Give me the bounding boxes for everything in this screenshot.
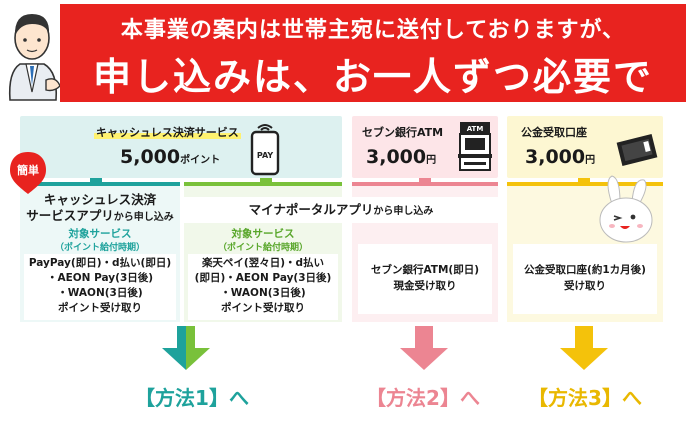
seven-title: セブン銀行ATM bbox=[362, 126, 444, 139]
method1-link[interactable]: 【方法1】へ bbox=[135, 386, 249, 410]
cashless-title: キャッシュレス決済サービス bbox=[94, 126, 241, 139]
atm-label: ATM bbox=[467, 125, 484, 133]
method3-link[interactable]: 【方法3】へ bbox=[528, 386, 642, 410]
card1-line2b: から申し込み bbox=[113, 212, 174, 223]
pay-label: PAY bbox=[257, 151, 274, 160]
koukin-amount: 3,000 bbox=[525, 146, 586, 168]
connector-green bbox=[260, 178, 272, 184]
banner-line1: 本事業の案内は世帯主宛に送付しておりますが、 bbox=[120, 18, 626, 43]
seven-unit: 円 bbox=[426, 155, 437, 166]
card1-services: PayPay(即日)・d払い(即日) ・AEON Pay(3日後) ・WAON(… bbox=[24, 254, 176, 320]
card2-svc4: ポイント受け取り bbox=[221, 302, 305, 314]
card1-svc4: ポイント受け取り bbox=[58, 302, 142, 314]
card1-svc3: ・WAON(3日後) bbox=[57, 287, 143, 299]
easy-badge-text: 簡単 bbox=[17, 163, 39, 177]
card3-line1: セブン銀行ATM(即日) bbox=[370, 264, 480, 276]
arrow-down-teal-green bbox=[162, 326, 210, 370]
arrow-down-pink bbox=[400, 326, 448, 370]
card2-services: 楽天ペイ(翌々日)・d払い (即日)・AEON Pay(3日後) ・WAON(3… bbox=[188, 254, 338, 320]
card4-topline bbox=[507, 182, 663, 188]
rabbit-mascot bbox=[599, 175, 653, 243]
card1-target: 対象サービス bbox=[68, 228, 132, 240]
seven-amount: 3,000 bbox=[366, 146, 427, 168]
myna-sub: から申し込み bbox=[373, 206, 434, 217]
card2-target-sub: （ポイント給付時期） bbox=[217, 243, 308, 253]
card1-svc1: PayPay(即日)・d払い(即日) bbox=[28, 257, 172, 269]
smartphone-pay-icon: PAY bbox=[250, 124, 280, 176]
card3-line2: 現金受け取り bbox=[393, 280, 457, 292]
connector-yellow bbox=[578, 178, 590, 184]
card1-target-sub: （ポイント給付時期） bbox=[54, 243, 145, 253]
card3-topline bbox=[352, 182, 498, 188]
card2-svc2: (即日)・AEON Pay(3日後) bbox=[194, 272, 332, 284]
myna-main: マイナポータルアプリ bbox=[248, 202, 374, 217]
card2-topline bbox=[184, 182, 342, 188]
cashless-amount: 5,000 bbox=[120, 146, 181, 168]
connector-teal bbox=[90, 178, 102, 184]
card1-line2a: サービスアプリ bbox=[26, 208, 114, 223]
cashless-header-card: キャッシュレス決済サービス 5,000ポイント PAY bbox=[20, 116, 342, 178]
card1-topline bbox=[20, 182, 180, 188]
koukin-unit: 円 bbox=[585, 155, 596, 166]
card2-svc3: ・WAON(3日後) bbox=[220, 287, 306, 299]
koukin-title: 公金受取口座 bbox=[521, 126, 587, 139]
atm-icon: ATM bbox=[458, 122, 492, 171]
card4-line2: 受け取り bbox=[564, 280, 606, 292]
banner-line2: 申し込みは、お一人ずつ必要です。 bbox=[92, 55, 653, 154]
mynaportal-bar: マイナポータルアプリから申し込み bbox=[182, 197, 500, 223]
connector-pink bbox=[419, 178, 431, 184]
card1-svc2: ・AEON Pay(3日後) bbox=[46, 272, 154, 284]
header-banner: 本事業の案内は世帯主宛に送付しておりますが、 申し込みは、お一人ずつ必要です。 bbox=[60, 4, 686, 154]
method2-link[interactable]: 【方法2】へ bbox=[366, 386, 480, 410]
card-cashless-app: キャッシュレス決済 サービスアプリから申し込み 対象サービス （ポイント給付時期… bbox=[20, 186, 180, 322]
koukin-header-card: 公金受取口座 3,000円 bbox=[507, 116, 663, 178]
card4-body: 公金受取口座(約1カ月後) 受け取り bbox=[513, 244, 657, 314]
card3-body: セブン銀行ATM(即日) 現金受け取り bbox=[358, 244, 492, 314]
easy-badge: 簡単 bbox=[10, 152, 46, 194]
businessman-illustration bbox=[8, 14, 61, 101]
card2-target: 対象サービス bbox=[231, 228, 295, 240]
cashless-unit: ポイント bbox=[180, 155, 221, 166]
card2-svc1: 楽天ペイ(翌々日)・d払い bbox=[201, 257, 325, 269]
arrow-down-yellow bbox=[560, 326, 608, 370]
seven-header-card: セブン銀行ATM 3,000円 ATM bbox=[352, 116, 498, 178]
card1-line1: キャッシュレス決済 bbox=[43, 192, 157, 207]
passbook-icon bbox=[616, 134, 658, 166]
card4-line1: 公金受取口座(約1カ月後) bbox=[524, 264, 646, 276]
